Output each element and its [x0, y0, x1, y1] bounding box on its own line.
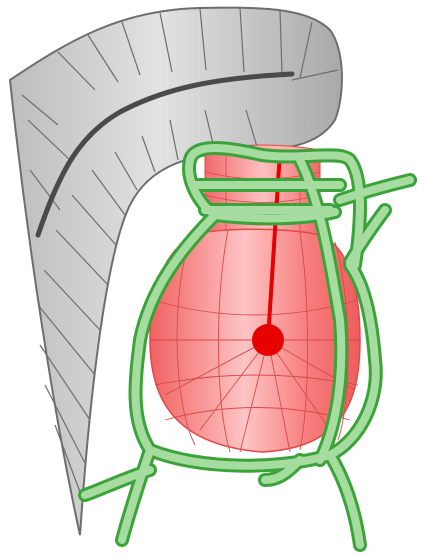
- center-dot: [252, 324, 284, 356]
